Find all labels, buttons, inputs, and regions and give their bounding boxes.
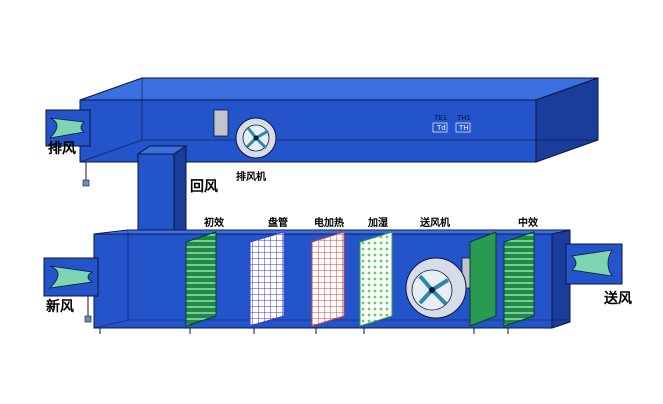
exhaust-fan-label: 排风机 (236, 172, 266, 183)
humidifier (359, 231, 393, 327)
supply-air-outlet (565, 243, 623, 285)
sensor-th-label: TH (459, 124, 469, 132)
exhaust-outlet (45, 109, 91, 187)
supply-air-label: 送风 (604, 291, 632, 307)
primary-filter (185, 231, 217, 327)
exhaust-air-label: 排风 (48, 141, 76, 157)
sensor-td-label: Td (437, 124, 446, 132)
medium-filter-label: 中效 (518, 218, 538, 229)
medium-filter (503, 231, 535, 327)
sensor-th1-label: TH1 (457, 114, 471, 122)
exhaust-fan (213, 109, 277, 159)
return-air-label: 回风 (190, 179, 218, 195)
cooling-coil (249, 231, 285, 327)
supply-fan-panel (469, 231, 497, 327)
coil-label: 盘管 (268, 218, 288, 229)
fresh-air-label: 新风 (46, 299, 74, 315)
sensor-te1-label: TE1 (434, 114, 448, 122)
electric-heater (311, 231, 345, 327)
exhaust-sensors (432, 122, 471, 133)
humidifier-label: 加湿 (368, 218, 388, 229)
fresh-air-inlet (43, 257, 99, 323)
electric-heater-label: 电加热 (314, 218, 344, 229)
supply-fan-label: 送风机 (420, 218, 450, 229)
bottom-ticks (99, 328, 509, 334)
primary-filter-label: 初效 (204, 218, 224, 229)
